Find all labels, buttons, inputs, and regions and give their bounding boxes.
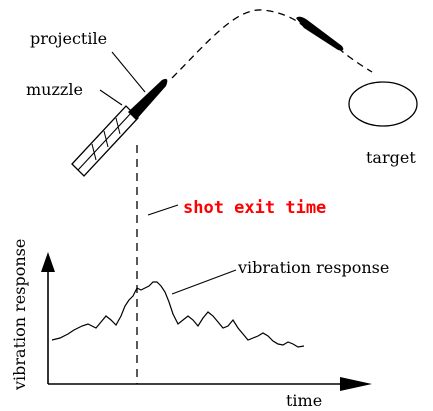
muzzle-barrel — [71, 105, 139, 177]
shot-exit-time-label: shot exit time — [183, 198, 326, 218]
y-axis-arrow-icon — [41, 252, 55, 272]
vibration-response-curve — [51, 281, 305, 348]
shot-exit-leader-line — [147, 204, 179, 216]
x-axis-arrow-icon — [340, 377, 372, 391]
projectile-label: projectile — [30, 29, 107, 48]
target-label: target — [366, 148, 416, 167]
projectile-in-flight-icon — [296, 16, 344, 51]
trajectory-path — [171, 9, 309, 79]
trajectory-path-end — [337, 47, 373, 73]
muzzle-label: muzzle — [26, 80, 83, 99]
curve-label-leader-line — [171, 269, 237, 295]
plot-axes — [41, 252, 372, 391]
y-axis-label: vibration response — [10, 239, 29, 391]
muzzle-leader-line — [99, 89, 123, 106]
target-ellipse — [348, 81, 418, 127]
projectile-leader-line — [111, 51, 146, 93]
vibration-response-curve-label: vibration response — [237, 258, 389, 277]
projectile-icon — [128, 78, 168, 120]
x-axis-label: time — [286, 391, 322, 410]
